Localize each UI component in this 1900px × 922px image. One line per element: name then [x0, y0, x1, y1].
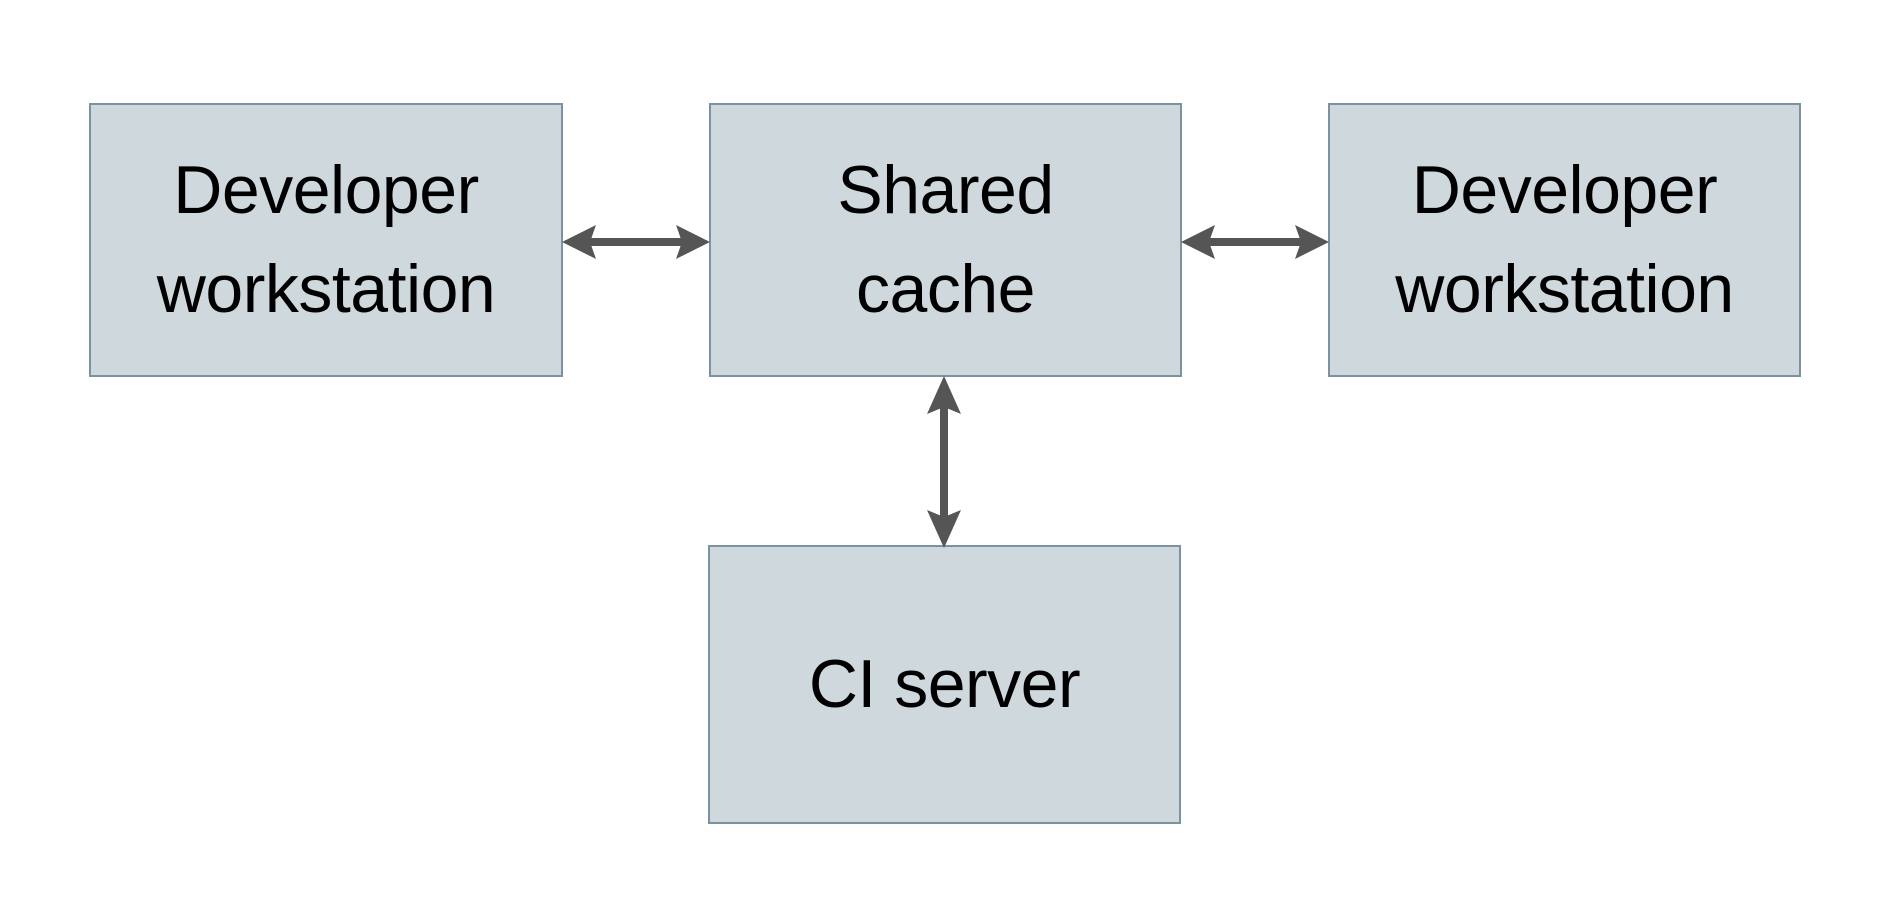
node-label: CI server	[808, 646, 1081, 722]
node-label: Developer workstation	[156, 152, 496, 327]
node-ci-server[interactable]: CI server	[708, 545, 1181, 824]
node-shared-cache[interactable]: Shared cache	[709, 103, 1182, 377]
node-developer-workstation-right[interactable]: Developer workstation	[1328, 103, 1801, 377]
node-label: Developer workstation	[1395, 152, 1734, 327]
double-arrow-icon	[1181, 225, 1329, 259]
double-arrow-icon	[562, 225, 710, 259]
node-developer-workstation-left[interactable]: Developer workstation	[89, 103, 563, 377]
node-label: Shared cache	[837, 152, 1054, 327]
edge-shared-cache-to-developer-right[interactable]	[1179, 206, 1331, 278]
edge-shared-cache-to-ci-server[interactable]	[908, 374, 980, 550]
double-arrow-icon	[927, 376, 961, 548]
edge-developer-left-to-shared-cache[interactable]	[560, 206, 712, 278]
